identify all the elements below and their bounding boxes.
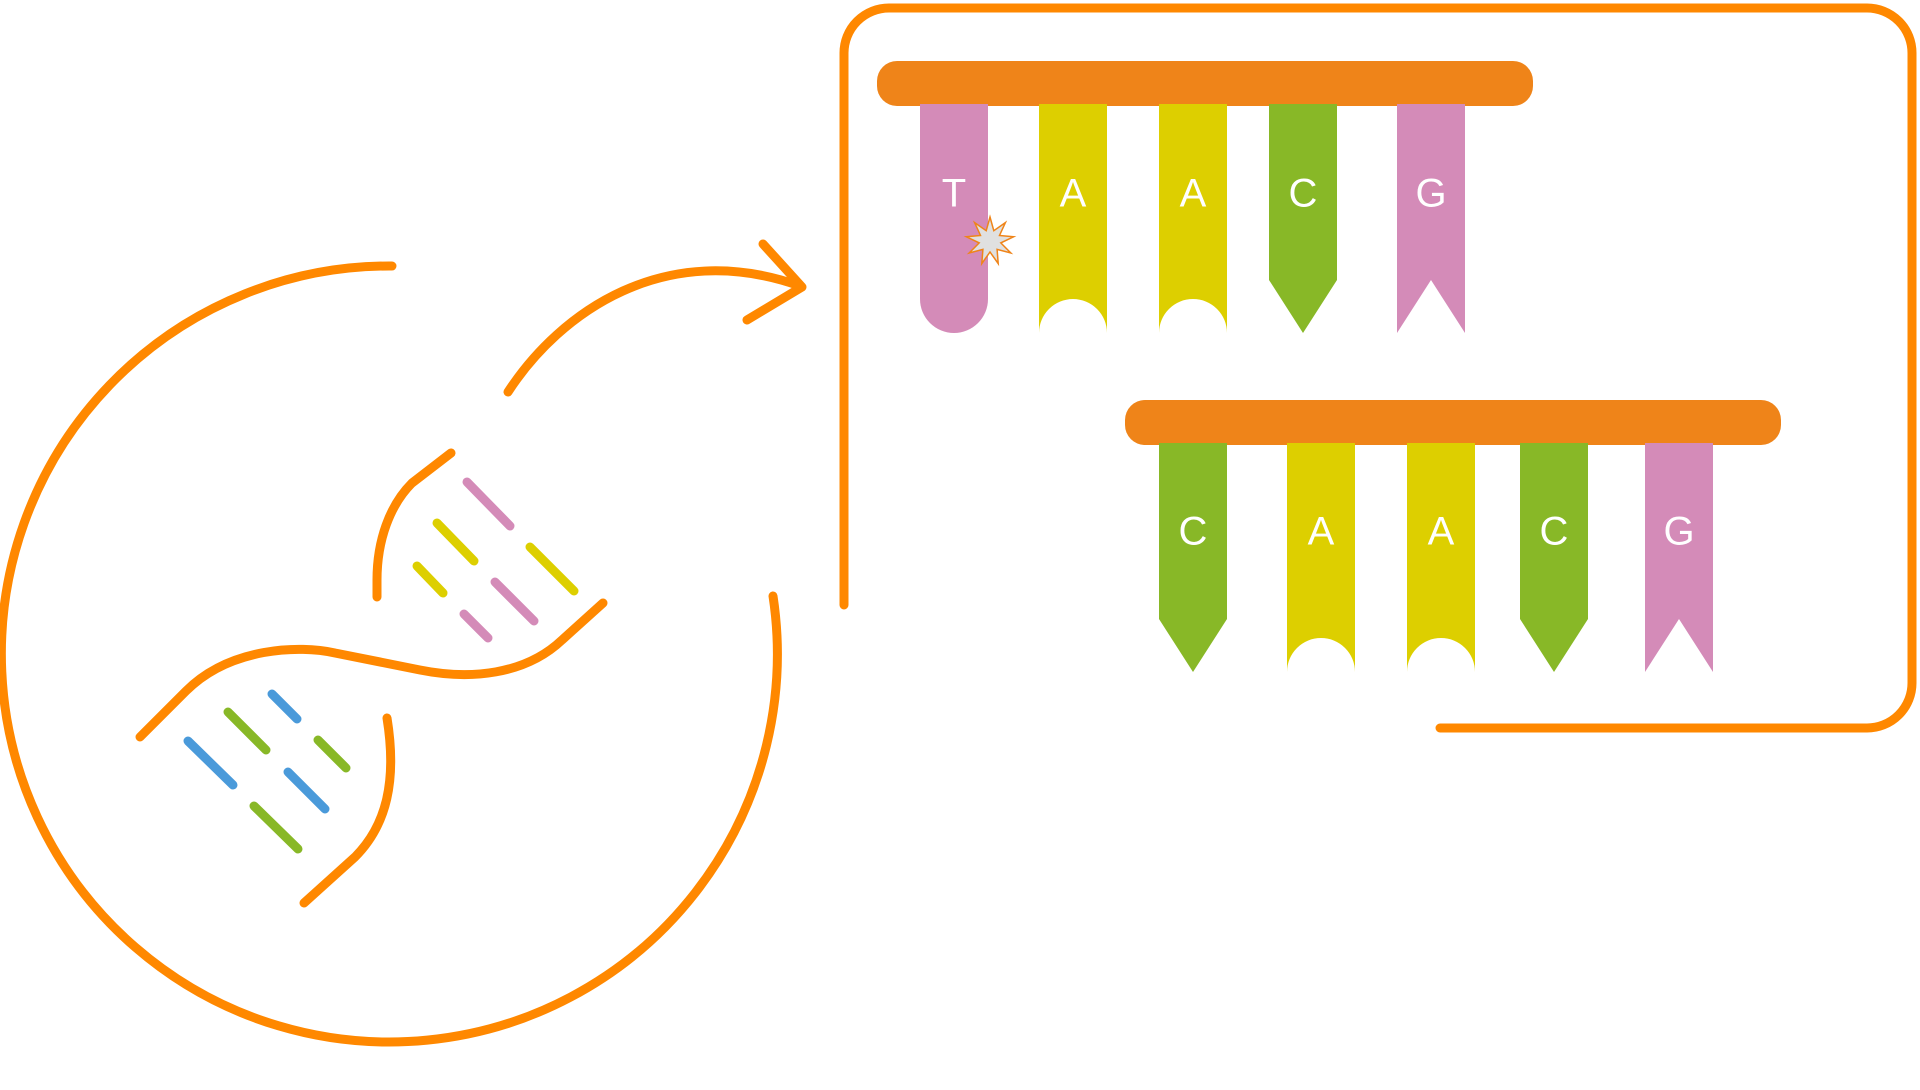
cycle-circle xyxy=(0,261,782,1047)
base-letter: C xyxy=(1179,510,1208,554)
strand-bottom-bar xyxy=(1125,400,1781,445)
base-strip-c xyxy=(1520,443,1588,672)
base-strip-c xyxy=(1269,104,1337,333)
base-strip-g xyxy=(1397,104,1465,333)
base-letter: A xyxy=(1060,172,1087,216)
base-strip-t xyxy=(920,104,988,333)
base-letter: G xyxy=(1415,172,1446,216)
base-letter: A xyxy=(1180,172,1207,216)
curved-arrow-icon xyxy=(503,239,807,397)
base-strip-a xyxy=(1287,443,1355,672)
base-letter: G xyxy=(1663,510,1694,554)
base-strip-a xyxy=(1159,104,1227,333)
base-letter: A xyxy=(1428,510,1455,554)
base-letter: T xyxy=(942,172,966,216)
base-strip-a xyxy=(1039,104,1107,333)
base-strip-g xyxy=(1645,443,1713,672)
base-strip-a xyxy=(1407,443,1475,672)
strand-top-bar xyxy=(877,61,1533,106)
base-letter: C xyxy=(1289,172,1318,216)
base-letter: A xyxy=(1308,510,1335,554)
sequencing-box xyxy=(839,3,1917,733)
dna-helix-icon xyxy=(135,448,608,908)
base-strip-c xyxy=(1159,443,1227,672)
mutation-star-icon xyxy=(963,214,1017,267)
base-letter: C xyxy=(1540,510,1569,554)
